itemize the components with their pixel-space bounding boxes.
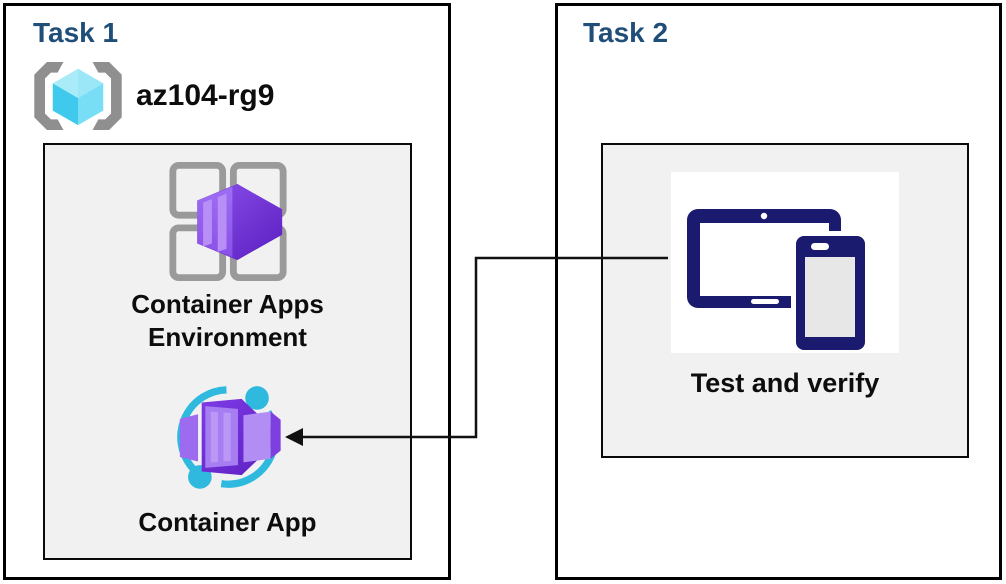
resource-group-icon <box>34 62 122 130</box>
task1-title: Task 1 <box>33 17 119 48</box>
environment-node-label: Container Apps Environment <box>131 289 324 352</box>
verify-node-label: Test and verify <box>690 368 880 398</box>
task2-group-box: Task 2 Test and verify <box>555 3 1002 580</box>
resource-group-name: az104-rg9 <box>136 79 275 112</box>
app-node-label: Container App <box>138 507 317 537</box>
task2-inner-box: Test and verify <box>601 143 969 458</box>
task1-inner-box: Container Apps Environment <box>43 143 412 560</box>
container-app-icon <box>176 386 281 489</box>
task2-title: Task 2 <box>583 17 669 48</box>
devices-icon-background <box>671 172 899 354</box>
tablet-phone-devices-icon <box>687 209 870 354</box>
task1-group-box: Task 1 az104-rg9 <box>3 3 451 580</box>
resource-group-row: az104-rg9 <box>34 61 274 131</box>
container-apps-environment-icon <box>168 161 287 282</box>
